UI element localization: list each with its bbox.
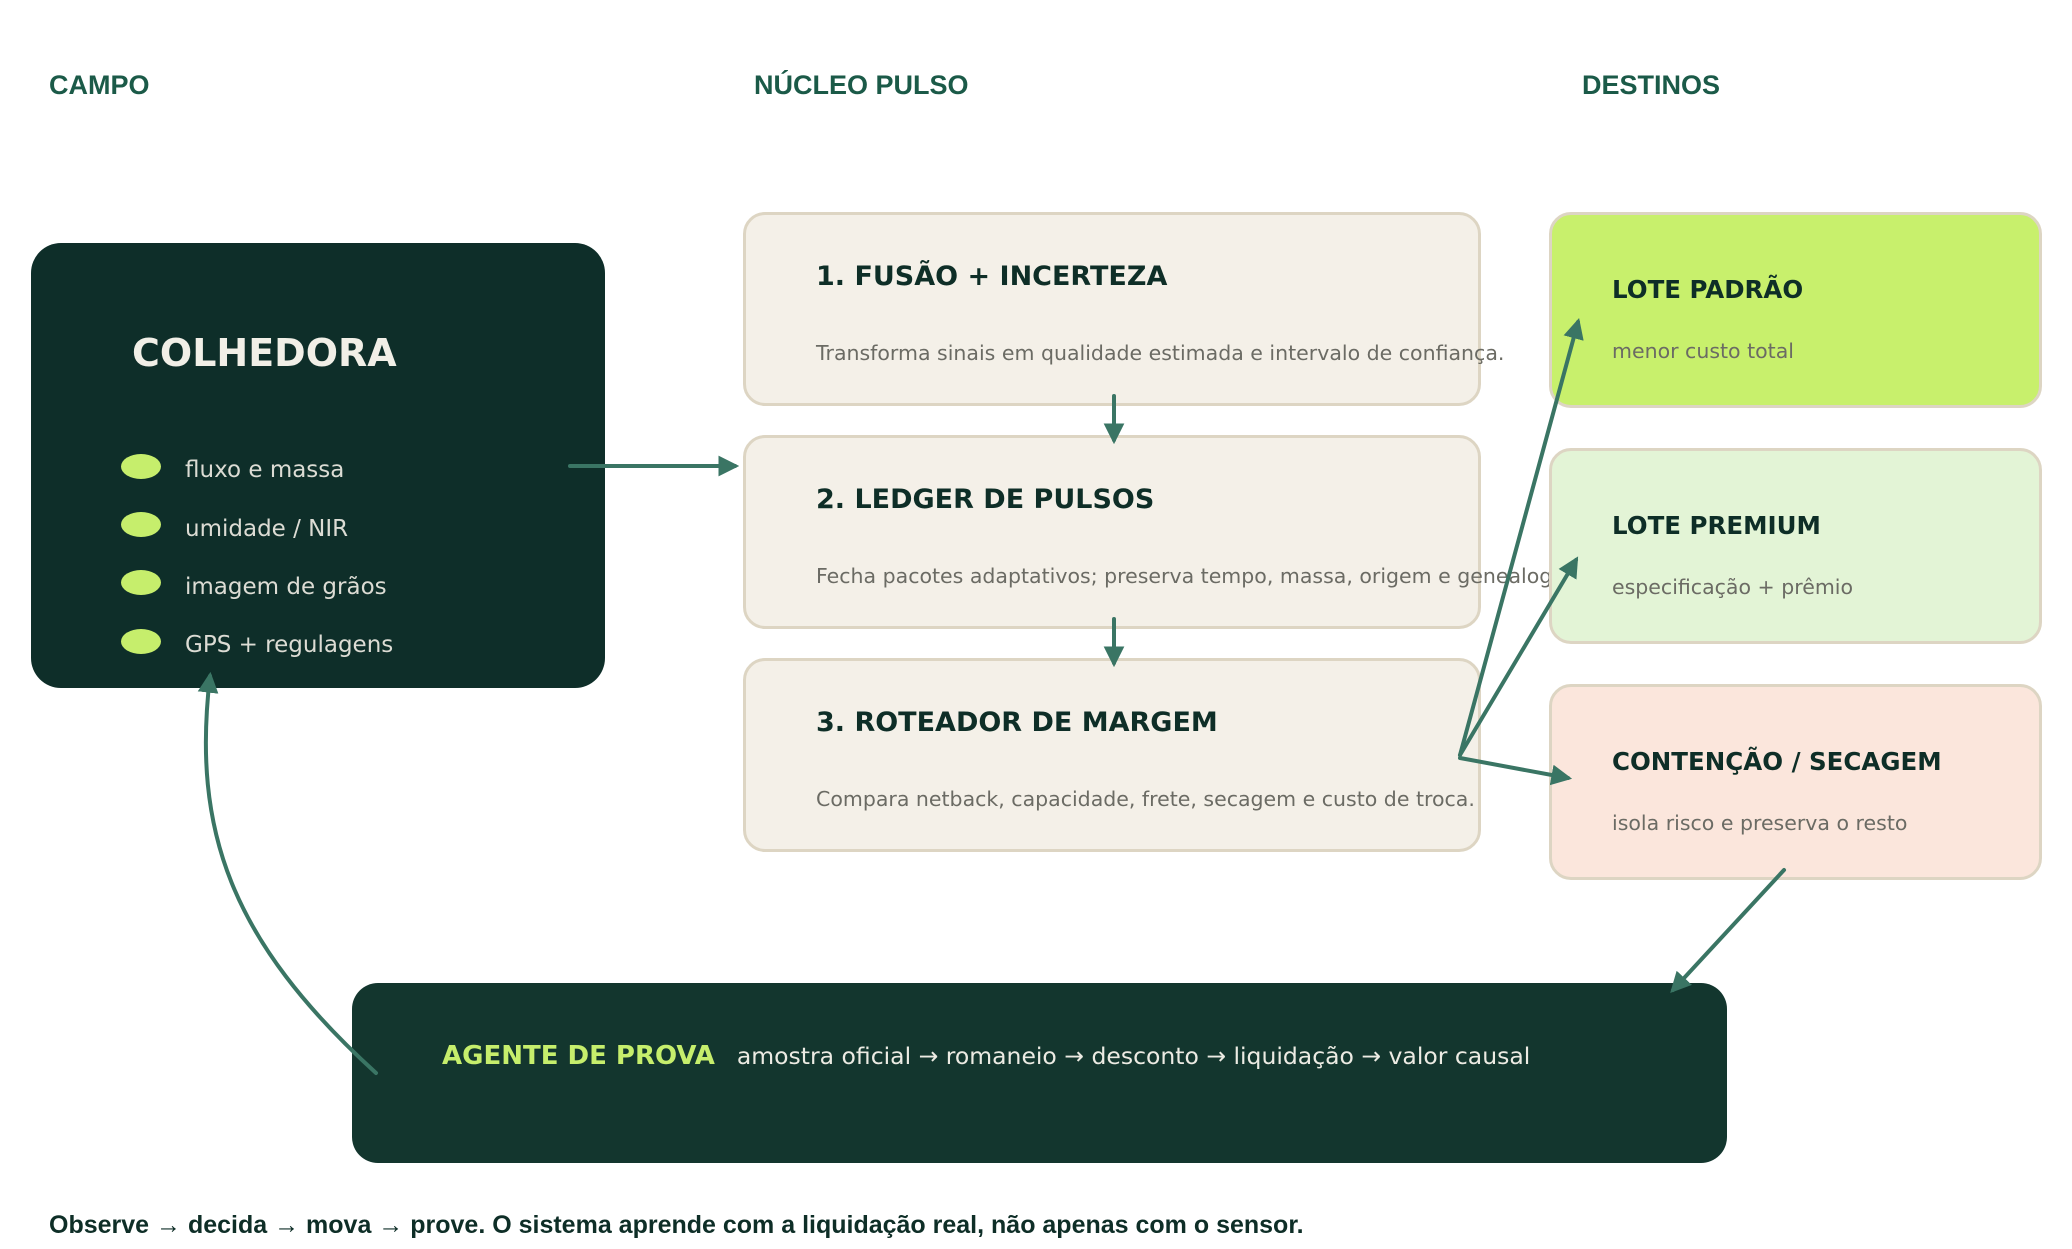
destination-title: LOTE PREMIUM [1612,511,1821,540]
sensor-item: fluxo e massa [121,441,393,499]
sensor-item: imagem de grãos [121,558,393,616]
sensor-dot-icon [121,512,161,538]
sensor-list: fluxo e massa umidade / NIR imagem de gr… [121,441,393,675]
column-header-campo: CAMPO [49,70,150,100]
step-ledger: 2. LEDGER DE PULSOS Fecha pacotes adapta… [743,435,1577,629]
destination-title: LOTE PADRÃO [1612,275,1804,304]
step-description: Fecha pacotes adaptativos; preserva temp… [816,564,1578,588]
sensor-item: GPS + regulagens [121,616,393,674]
proof-agent-line: AGENTE DE PROVA amostra oficial → romane… [442,1041,1530,1071]
step-roteador: 3. ROTEADOR DE MARGEM Compara netback, c… [743,658,1481,852]
step-title: 1. FUSÃO + INCERTEZA [816,261,1168,292]
destination-lote-premium: LOTE PREMIUM especificação + prêmio [1549,448,2042,644]
step-title: 2. LEDGER DE PULSOS [816,484,1155,515]
sensor-label: fluxo e massa [185,457,345,484]
sensor-dot-icon [121,453,161,479]
step-fusao: 1. FUSÃO + INCERTEZA Transforma sinais e… [743,212,1504,406]
sensor-label: GPS + regulagens [185,632,394,659]
step-title: 3. ROTEADOR DE MARGEM [816,707,1218,738]
step-description: Transforma sinais em qualidade estimada … [816,341,1505,365]
sensor-dot-icon [121,570,161,596]
harvester-card: COLHEDORA fluxo e massa umidade / NIR im… [31,243,605,688]
step-description: Compara netback, capacidade, frete, seca… [816,787,1475,811]
destination-subtitle: isola risco e preserva o resto [1612,811,1908,835]
footer-summary: Observe → decida → mova → prove. O siste… [49,1211,1304,1239]
proof-agent-banner: AGENTE DE PROVA amostra oficial → romane… [352,983,1727,1163]
proof-agent-label: AGENTE DE PROVA [442,1041,715,1071]
harvester-title: COLHEDORA [132,331,397,375]
sensor-label: umidade / NIR [185,515,349,542]
destination-subtitle: menor custo total [1612,339,1794,363]
arrow-contencao-to-proof [1670,868,1786,994]
column-header-destinos: DESTINOS [1582,70,1721,100]
sensor-item: umidade / NIR [121,499,393,557]
destination-lote-padrao: LOTE PADRÃO menor custo total [1549,212,2042,408]
sensor-dot-icon [121,628,161,654]
proof-agent-chain: amostra oficial → romaneio → desconto → … [736,1042,1531,1070]
destination-title: CONTENÇÃO / SECAGEM [1612,747,1942,776]
column-header-nucleo: NÚCLEO PULSO [754,70,969,100]
destination-contencao: CONTENÇÃO / SECAGEM isola risco e preser… [1549,684,2042,880]
destination-subtitle: especificação + prêmio [1612,575,1854,599]
arrow-proof-to-harvester [197,671,378,1075]
sensor-label: imagem de grãos [185,573,387,600]
